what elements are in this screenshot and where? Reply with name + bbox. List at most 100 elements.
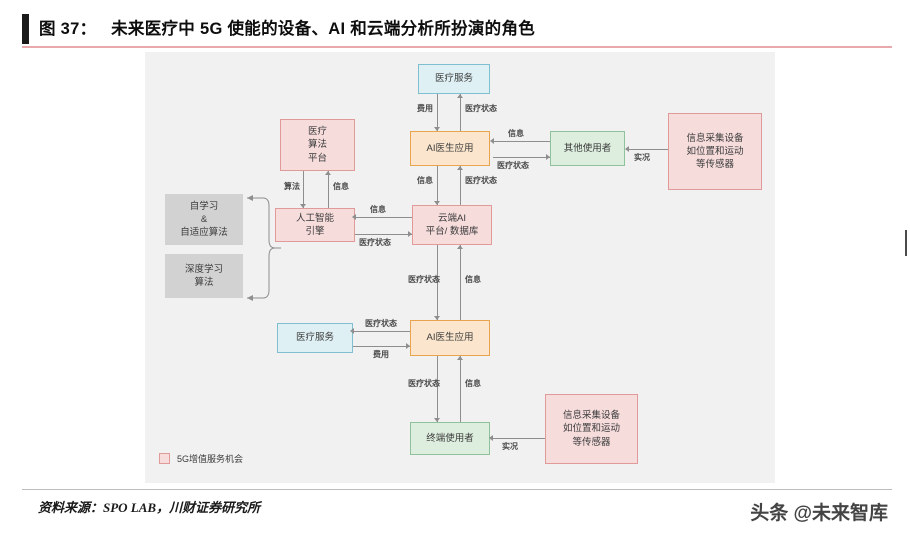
node-label: 医疗服务 — [295, 332, 334, 344]
node-label: 其他使用者 — [563, 142, 612, 154]
edge-info-other-users — [493, 141, 550, 142]
node-sensor-device-top[interactable]: 信息采集设备 如位置和运动 等传感器 — [668, 113, 762, 190]
edge-medical-status-cloud-left-arrow — [408, 231, 412, 237]
edge-info-enduser — [460, 356, 461, 422]
figure-header: 图 37： 未来医疗中 5G 使能的设备、AI 和云端分析所扮演的角色 — [22, 14, 892, 48]
node-end-users[interactable]: 终端使用者 — [410, 422, 490, 455]
edge-medical-status-cloud-left — [355, 234, 412, 235]
edge-medical-status-other-users — [493, 157, 550, 158]
edge-fee-top — [437, 94, 438, 131]
node-label-line1: 医疗 — [307, 126, 327, 138]
node-label-line1: 深度学习 — [184, 263, 223, 275]
node-ai-doctor-app-top[interactable]: AI医生应用 — [410, 131, 490, 166]
header-divider — [22, 46, 892, 48]
edge-realtime-top-arrow — [625, 146, 629, 152]
node-self-learning-algorithm[interactable]: 自学习 & 自适应算法 — [165, 194, 243, 245]
node-label-line1: 自学习 — [189, 200, 219, 212]
edge-medical-status-bottom-service — [353, 331, 410, 332]
node-label-line2: 引擎 — [305, 226, 325, 237]
edge-label-info-other-users: 信息 — [508, 129, 524, 138]
edge-label-realtime-bottom: 实况 — [502, 442, 518, 451]
edge-info-up-cloud — [437, 166, 438, 205]
node-label-line1: 信息采集设备 — [686, 132, 744, 144]
edge-label-medical-status-bottom-service: 医疗状态 — [365, 319, 397, 328]
node-medical-service-top[interactable]: 医疗服务 — [418, 64, 490, 94]
edge-label-realtime-top: 实况 — [634, 153, 650, 162]
edge-label-info-up-cloud: 信息 — [417, 176, 433, 185]
edge-medical-status-top — [460, 94, 461, 131]
edge-fee-top-arrow — [434, 127, 440, 131]
edge-label-medical-status-other-users: 医疗状态 — [497, 161, 529, 170]
edge-label-fee-top: 费用 — [417, 104, 433, 113]
edge-label-info-cloud-left: 信息 — [370, 205, 386, 214]
edge-medical-status-other-users-arrow — [546, 154, 550, 160]
node-label-line3: 自适应算法 — [180, 227, 228, 239]
edge-label-medical-status-enduser: 医疗状态 — [408, 379, 440, 388]
edge-algorithm-arrow — [300, 204, 306, 208]
edge-info-platform — [328, 171, 329, 208]
edge-info-enduser-arrow — [457, 356, 463, 360]
node-label-line2: 如位置和运动 — [686, 145, 744, 157]
edge-label-medical-status-cloud-left: 医疗状态 — [359, 238, 391, 247]
edge-label-medical-status-up-cloud: 医疗状态 — [465, 176, 497, 185]
edge-medical-status-down-cloud — [437, 245, 438, 320]
watermark: 头条 @未来智库 — [750, 503, 888, 524]
edge-realtime-top — [628, 149, 668, 150]
node-ai-engine[interactable]: 人工智能 引擎 — [275, 208, 355, 242]
node-label-line1: 信息采集设备 — [562, 410, 620, 422]
edge-medical-status-enduser-arrow — [434, 418, 440, 422]
edge-medical-status-bottom-service-arrow — [350, 328, 354, 334]
node-deep-learning-algorithm[interactable]: 深度学习 算法 — [165, 254, 243, 298]
node-label: 终端使用者 — [426, 432, 474, 444]
edge-label-info-down-cloud: 信息 — [465, 275, 481, 284]
edge-label-fee-bottom: 费用 — [373, 350, 389, 359]
edge-medical-status-down-cloud-arrow — [434, 316, 440, 320]
page-edge-tick — [905, 230, 907, 256]
node-label-line3: 等传感器 — [695, 159, 734, 171]
node-label: 医疗服务 — [434, 73, 473, 85]
edge-medical-status-up-cloud-arrow — [457, 166, 463, 170]
node-cloud-ai[interactable]: 云端AI 平台/ 数据库 — [412, 205, 492, 245]
legend-swatch-5g — [159, 453, 170, 464]
node-medical-service-bottom[interactable]: 医疗服务 — [277, 323, 353, 353]
edge-medical-status-enduser — [437, 356, 438, 422]
node-other-users[interactable]: 其他使用者 — [550, 131, 625, 166]
node-label: AI医生应用 — [426, 332, 474, 344]
edge-label-medical-status-top: 医疗状态 — [465, 104, 497, 113]
edge-medical-status-top-arrow — [457, 94, 463, 98]
node-medical-algorithm-platform[interactable]: 医疗 算法 平台 — [280, 119, 355, 171]
header-accent-bar — [22, 14, 29, 44]
edge-info-down-cloud-arrow — [457, 245, 463, 249]
edge-info-cloud-left — [355, 217, 412, 218]
node-label-line3: 等传感器 — [572, 436, 611, 448]
figure-title-text: 未来医疗中 5G 使能的设备、AI 和云端分析所扮演的角色 — [111, 20, 536, 38]
edge-info-up-cloud-arrow — [434, 201, 440, 205]
node-sensor-device-bottom[interactable]: 信息采集设备 如位置和运动 等传感器 — [545, 394, 638, 464]
edge-medical-status-up-cloud — [460, 166, 461, 205]
node-label-line2: 算法 — [194, 277, 214, 288]
bracket-connector — [247, 195, 281, 301]
edge-label-info-platform: 信息 — [333, 182, 349, 191]
node-label-line1: 云端AI — [438, 212, 466, 224]
edge-info-down-cloud — [460, 245, 461, 320]
node-label-line2: 平台/ 数据库 — [425, 226, 479, 237]
edge-fee-bottom-arrow — [406, 343, 410, 349]
node-label-line2: 如位置和运动 — [562, 423, 620, 435]
node-label-line3: 平台 — [307, 152, 327, 164]
edge-info-cloud-left-arrow — [352, 214, 356, 220]
edge-info-other-users-arrow — [490, 138, 494, 144]
edge-realtime-bottom — [492, 438, 545, 439]
edge-label-algorithm: 算法 — [284, 182, 300, 191]
node-label-line2: 算法 — [307, 139, 327, 151]
page-title: 图 37： 未来医疗中 5G 使能的设备、AI 和云端分析所扮演的角色 — [39, 14, 535, 44]
node-ai-doctor-app-bottom[interactable]: AI医生应用 — [410, 320, 490, 356]
edge-fee-bottom — [353, 346, 410, 347]
edge-label-medical-status-down-cloud: 医疗状态 — [408, 275, 440, 284]
node-label: AI医生应用 — [426, 142, 474, 154]
edge-info-platform-arrow — [325, 171, 331, 175]
edge-realtime-bottom-arrow — [489, 435, 493, 441]
source-note: 资料来源：SPO LAB，川财证券研究所 — [38, 500, 261, 515]
edge-label-info-enduser: 信息 — [465, 379, 481, 388]
legend-label-5g: 5G增值服务机会 — [177, 454, 244, 464]
